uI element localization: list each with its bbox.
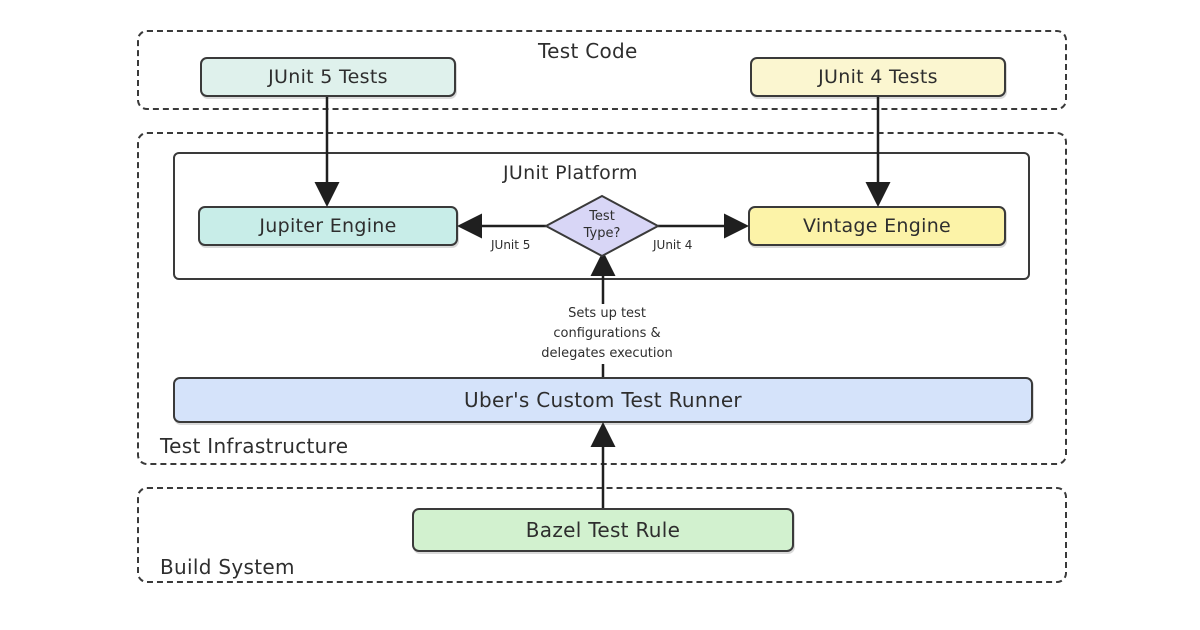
- test-infrastructure-title: Test Infrastructure: [160, 434, 349, 458]
- junit4-tests-node: JUnit 4 Tests: [750, 57, 1006, 97]
- custom-test-runner-node: Uber's Custom Test Runner: [173, 377, 1033, 423]
- jupiter-engine-node: Jupiter Engine: [198, 206, 458, 246]
- decision-label-line1: Test: [589, 209, 615, 224]
- edge-label-junit5: JUnit 5: [491, 238, 531, 252]
- test-code-title: Test Code: [538, 39, 638, 63]
- decision-label-line2: Type?: [583, 226, 621, 241]
- junit-platform-title: JUnit Platform: [503, 162, 638, 184]
- runner-note-line2: configurations &: [503, 324, 711, 344]
- junit-platform-container: [173, 152, 1030, 280]
- test-code-group: [137, 30, 1067, 110]
- bazel-test-rule-node: Bazel Test Rule: [412, 508, 794, 552]
- runner-note-line3: delegates execution: [503, 344, 711, 364]
- edge-label-junit4: JUnit 4: [653, 238, 693, 252]
- vintage-engine-node: Vintage Engine: [748, 206, 1006, 246]
- junit5-tests-node: JUnit 5 Tests: [200, 57, 456, 97]
- build-system-title: Build System: [160, 555, 295, 579]
- runner-note-line1: Sets up test: [503, 304, 711, 324]
